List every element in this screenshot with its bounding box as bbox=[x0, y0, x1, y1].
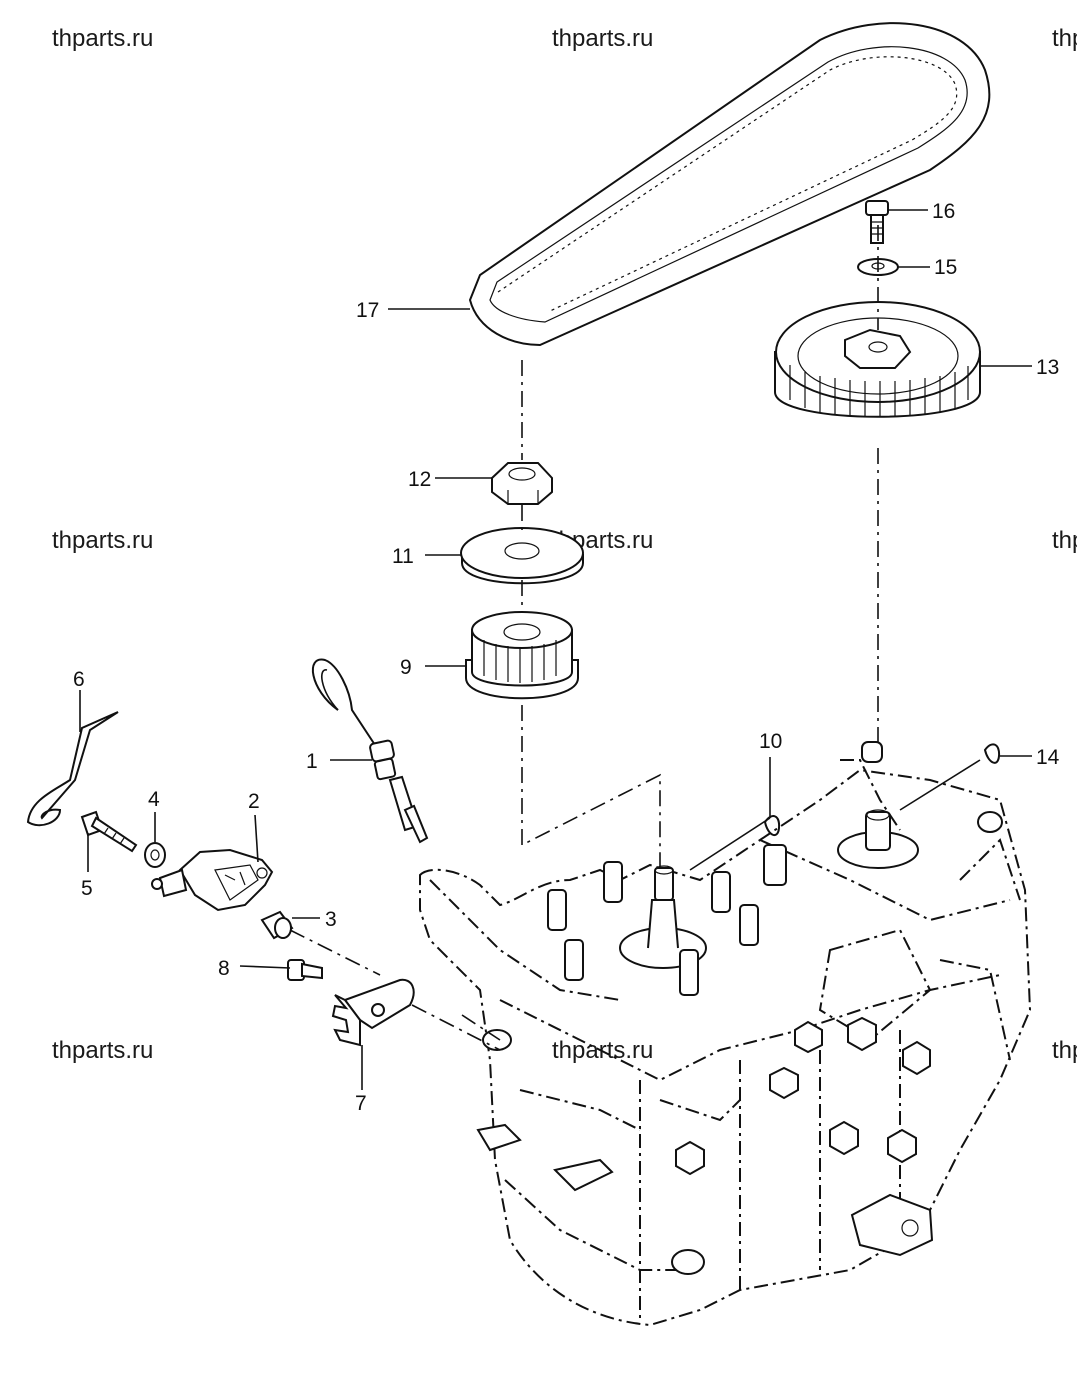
callout-3: 3 bbox=[325, 908, 337, 931]
callout-17: 17 bbox=[356, 299, 379, 322]
leader-lines bbox=[79, 209, 1032, 1090]
callout-6: 6 bbox=[73, 668, 85, 691]
watermark: thparts.ru bbox=[1052, 1037, 1077, 1064]
callout-7: 7 bbox=[355, 1092, 367, 1115]
callout-11: 11 bbox=[392, 545, 414, 568]
woodruff-key-14-part bbox=[983, 743, 1001, 764]
callout-5: 5 bbox=[81, 877, 93, 900]
drive-pulley-part bbox=[465, 611, 579, 700]
callout-13: 13 bbox=[1036, 356, 1059, 379]
throttle-cam-part bbox=[151, 848, 274, 912]
washer-4-part bbox=[144, 842, 166, 868]
callout-15: 15 bbox=[934, 256, 957, 279]
callout-16: 16 bbox=[932, 200, 955, 223]
screw-8-part bbox=[287, 959, 323, 981]
bolt-5-part bbox=[80, 810, 138, 853]
watermark: thparts.ru bbox=[52, 527, 153, 554]
assembly-lines bbox=[289, 225, 879, 1051]
callout-14: 14 bbox=[1036, 746, 1060, 769]
callout-10: 10 bbox=[759, 730, 782, 753]
collar-3-part bbox=[260, 910, 294, 940]
watermark: thparts.ru bbox=[52, 1037, 153, 1064]
nut-12-part bbox=[491, 462, 553, 505]
timing-belt-part bbox=[468, 22, 991, 347]
callout-12: 12 bbox=[408, 468, 431, 491]
callout-9: 9 bbox=[400, 656, 412, 679]
engine-block-part bbox=[419, 741, 1032, 1327]
callout-labels: 1 2 3 4 5 6 7 8 9 10 11 12 13 14 15 16 1… bbox=[73, 200, 1060, 1115]
woodruff-key-10-part bbox=[763, 815, 781, 837]
callout-8: 8 bbox=[218, 957, 230, 980]
watermark: thparts.ru bbox=[1052, 25, 1077, 52]
driven-pulley-part bbox=[774, 301, 981, 418]
watermark: thparts.ru bbox=[52, 25, 153, 52]
watermark: thparts.ru bbox=[1052, 527, 1077, 554]
callout-4: 4 bbox=[148, 788, 160, 811]
callout-2: 2 bbox=[248, 790, 260, 813]
watermark: thparts.ru bbox=[552, 25, 653, 52]
callout-1: 1 bbox=[306, 750, 318, 773]
spring-clip-part bbox=[26, 711, 119, 827]
dipstick-part bbox=[311, 658, 429, 844]
bracket-7-part bbox=[331, 978, 415, 1047]
plate-11-part bbox=[460, 527, 584, 585]
bolt-16-part bbox=[865, 200, 889, 244]
